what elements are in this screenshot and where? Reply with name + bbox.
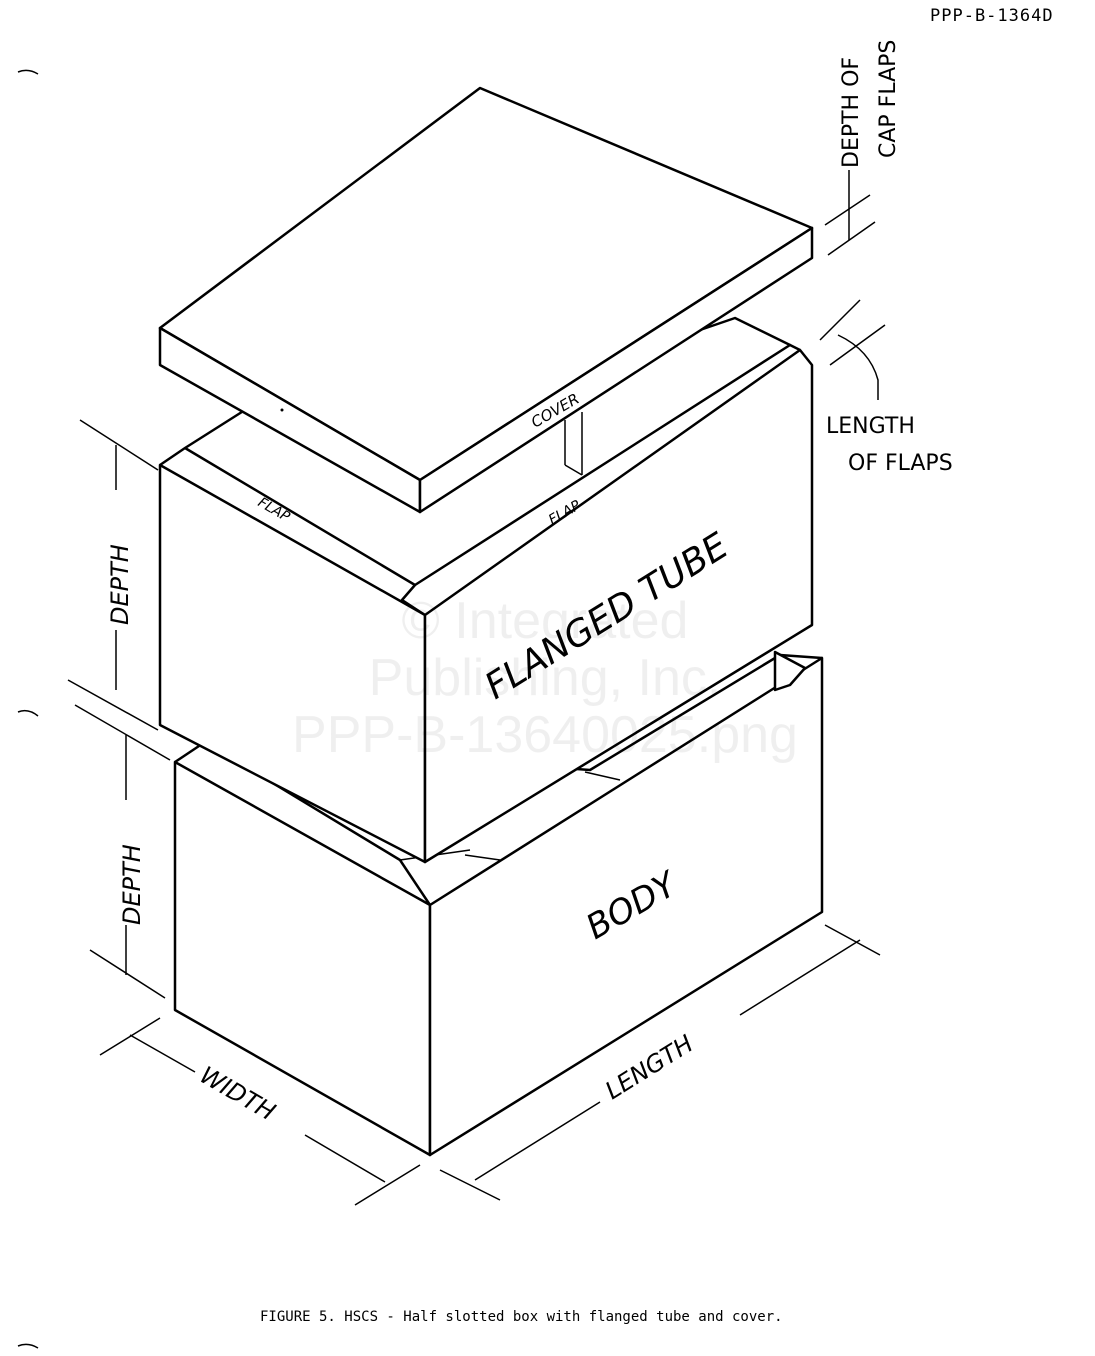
depth-of-cap-flaps-dimension: DEPTH OF CAP FLAPS [824,40,901,256]
depth-of-cap-flaps-label-line2: CAP FLAPS [876,40,901,158]
depth-dimension-tube: DEPTH [67,419,159,731]
margin-mark [17,69,39,75]
cover-slab [158,86,814,514]
width-label: WIDTH [195,1061,280,1126]
length-of-flaps-dimension: LENGTH OF FLAPS [819,299,953,476]
figure-caption: FIGURE 5. HSCS - Half slotted box with f… [260,1309,783,1325]
svg-text:Publishing, Inc.: Publishing, Inc. [369,649,722,707]
document-number: PPP-B-1364D [930,6,1054,26]
watermark: © Integrated Publishing, Inc. PPP-B-1364… [292,592,798,764]
length-of-flaps-label-line1: LENGTH [826,414,915,439]
depth-label-tube: DEPTH [106,544,134,625]
depth-label-body: DEPTH [118,844,146,925]
depth-of-cap-flaps-label-line1: DEPTH OF [839,57,864,168]
margin-mark [17,1343,39,1349]
margin-mark [17,709,39,717]
svg-text:PPP-B-13640025.png: PPP-B-13640025.png [292,706,798,764]
body-box [173,650,824,1157]
svg-text:© Integrated: © Integrated [402,592,689,650]
flanged-tube-box [158,316,814,864]
depth-dimension-body: DEPTH [74,704,171,999]
length-of-flaps-label-line2: OF FLAPS [848,451,953,476]
